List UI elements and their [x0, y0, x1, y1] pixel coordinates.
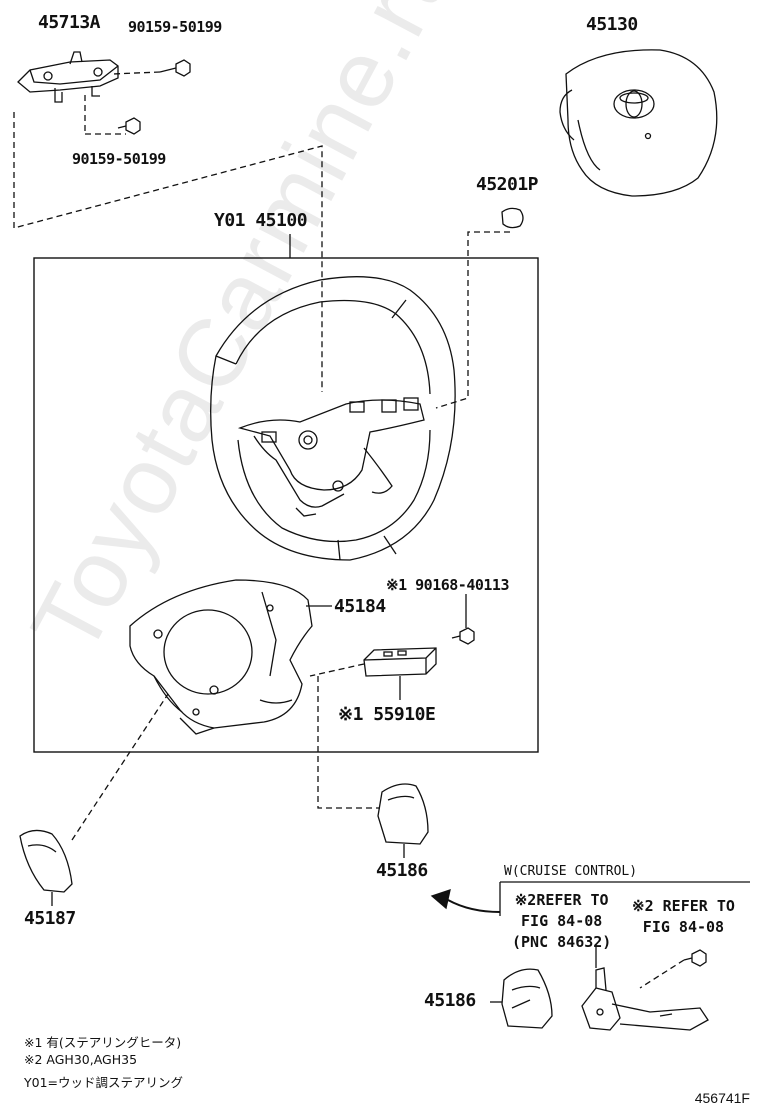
part-label-90168: ※1 90168-40113: [386, 576, 509, 594]
part-label-45186-lower: 45186: [424, 990, 476, 1011]
part-label-45186-upper: 45186: [376, 860, 428, 881]
refer-right-line2: FIG 84-08: [642, 918, 725, 936]
cap-45201p-drawing: [501, 207, 524, 229]
part-label-45187: 45187: [24, 908, 76, 929]
part-label-45130: 45130: [586, 14, 638, 35]
cover-45186-lower-drawing: [501, 968, 553, 1029]
part-label-45184: 45184: [334, 596, 386, 617]
condition-label: W(CRUISE CONTROL): [504, 864, 638, 879]
footnote-1: ※1 有(ステアリングヒータ): [24, 1035, 182, 1050]
refer-left-line3: (PNC 84632): [512, 933, 612, 951]
refer-left-line2: FIG 84-08: [521, 912, 603, 930]
part-label-45100: Y01 45100: [214, 210, 308, 231]
bolt-90159-b-drawing: [117, 117, 141, 135]
module-55910e-drawing: [363, 647, 437, 677]
bracket-45713a-drawing: [17, 51, 119, 103]
bolt-90168-drawing: [451, 627, 475, 645]
part-label-90159-b: 90159-50199: [72, 150, 166, 168]
part-label-55910e: ※1 55910E: [338, 704, 436, 725]
bolt-cruise-drawing: [683, 949, 707, 967]
steering-wheel-drawing: [210, 276, 456, 561]
refer-left-line1: ※2REFER TO: [514, 891, 609, 909]
figure-number: 456741F: [694, 1090, 750, 1106]
part-label-45201p: 45201P: [476, 174, 539, 195]
cover-45187-drawing: [19, 829, 73, 893]
refer-left: ※2REFER TO FIG 84-08 (PNC 84632): [512, 890, 611, 953]
refer-right-line1: ※2 REFER TO: [632, 897, 735, 915]
part-label-45713a: 45713A: [38, 12, 101, 33]
cover-45186-upper-drawing: [377, 783, 429, 845]
part-label-90159-a: 90159-50199: [128, 18, 222, 36]
airbag-45130-drawing: [559, 49, 718, 197]
cover-45184-drawing: [129, 579, 313, 735]
assembly-frame: [33, 257, 539, 753]
footnote-3: Y01=ウッド調ステアリング: [24, 1075, 184, 1090]
cruise-switch-drawing: [581, 967, 709, 1031]
footnote-2: ※2 AGH30,AGH35: [24, 1052, 138, 1067]
bolt-90159-a-drawing: [159, 59, 191, 77]
refer-right: ※2 REFER TO FIG 84-08: [632, 896, 735, 938]
